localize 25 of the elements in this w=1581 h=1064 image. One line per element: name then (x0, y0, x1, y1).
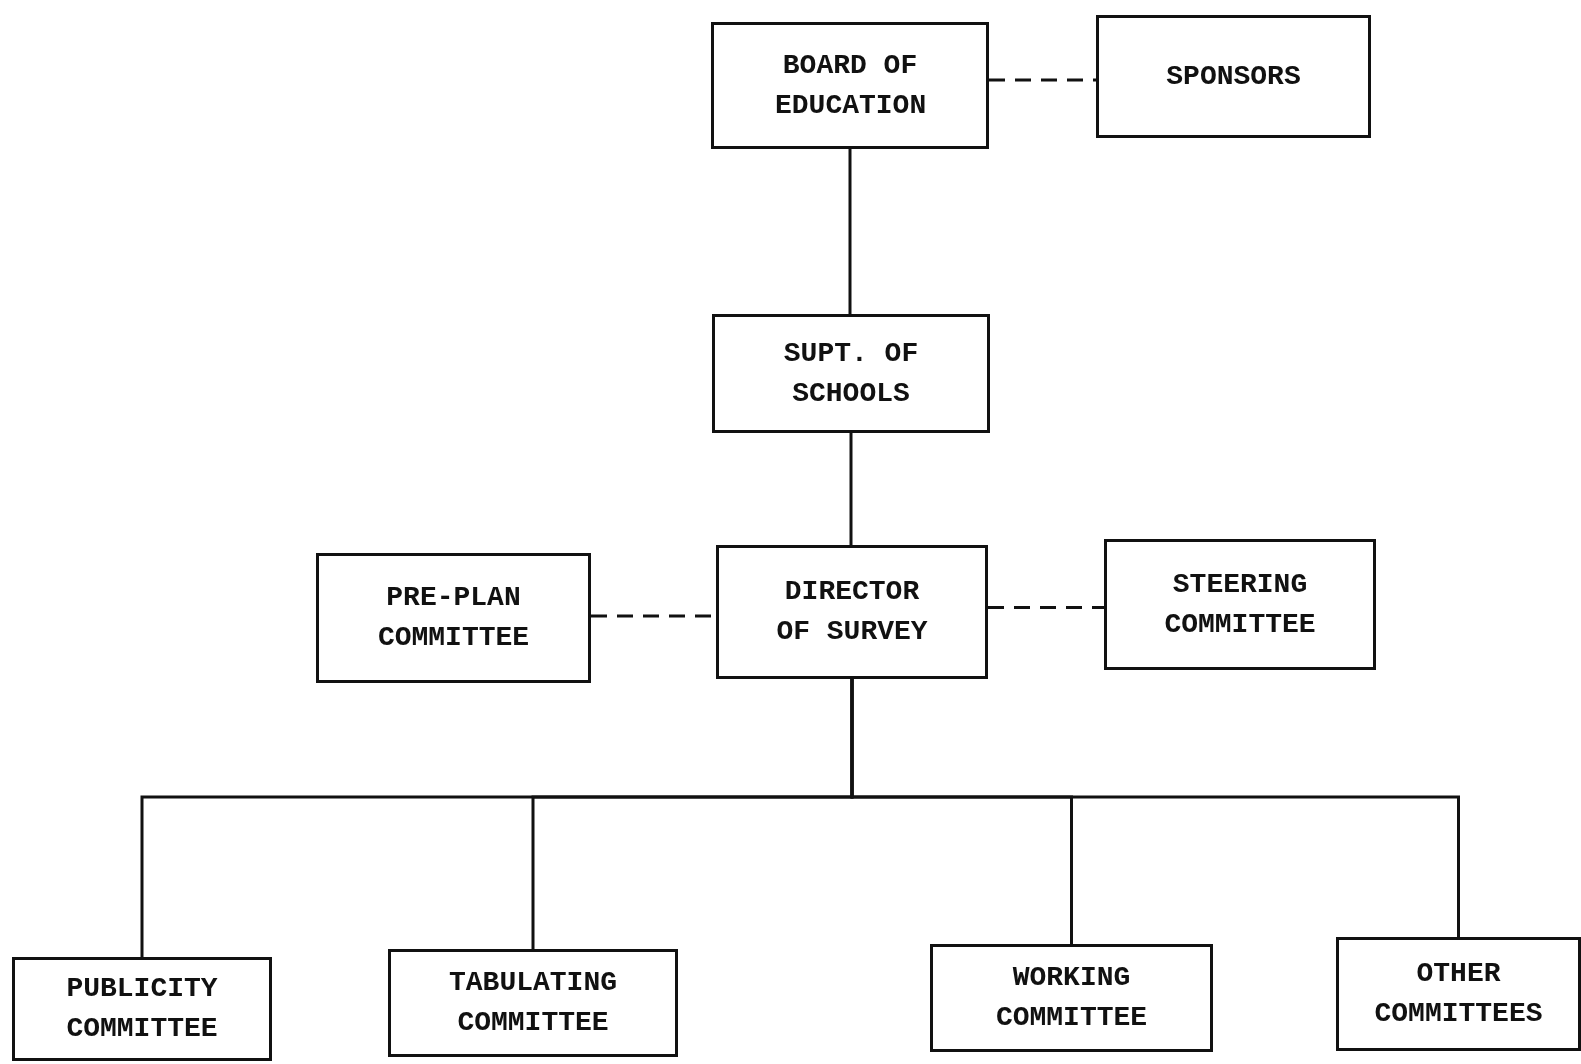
org-box (1096, 15, 1371, 138)
org-box (716, 545, 988, 679)
box-label: PRE-PLAN COMMITTEE (376, 581, 531, 655)
box-label: WORKING COMMITTEE (994, 961, 1149, 1035)
connector-line (850, 679, 1460, 937)
org-box (12, 957, 272, 1061)
org-box (930, 944, 1213, 1052)
box-label: OTHER COMMITTEES (1373, 957, 1544, 1031)
box-label: SPONSORS (1166, 59, 1301, 94)
org-box (316, 553, 591, 683)
dashed-connector (988, 606, 1104, 609)
org-box (1104, 539, 1376, 670)
connector-line (849, 433, 853, 545)
org-box (711, 22, 989, 149)
box-label: STEERING COMMITTEE (1163, 567, 1317, 642)
org-box (388, 949, 678, 1057)
box-label: BOARD OF EDUCATION (775, 48, 925, 123)
dashed-connector (989, 78, 1096, 82)
box-label: TABULATING COMMITTEE (448, 966, 618, 1040)
box-label: DIRECTOR OF SURVEY (775, 575, 929, 649)
connector-line (848, 149, 852, 314)
org-box (1336, 937, 1581, 1051)
box-label: PUBLICITY COMMITTEE (65, 972, 219, 1046)
box-label: SUPT. OF SCHOOLS (782, 336, 920, 411)
org-box (712, 314, 990, 433)
